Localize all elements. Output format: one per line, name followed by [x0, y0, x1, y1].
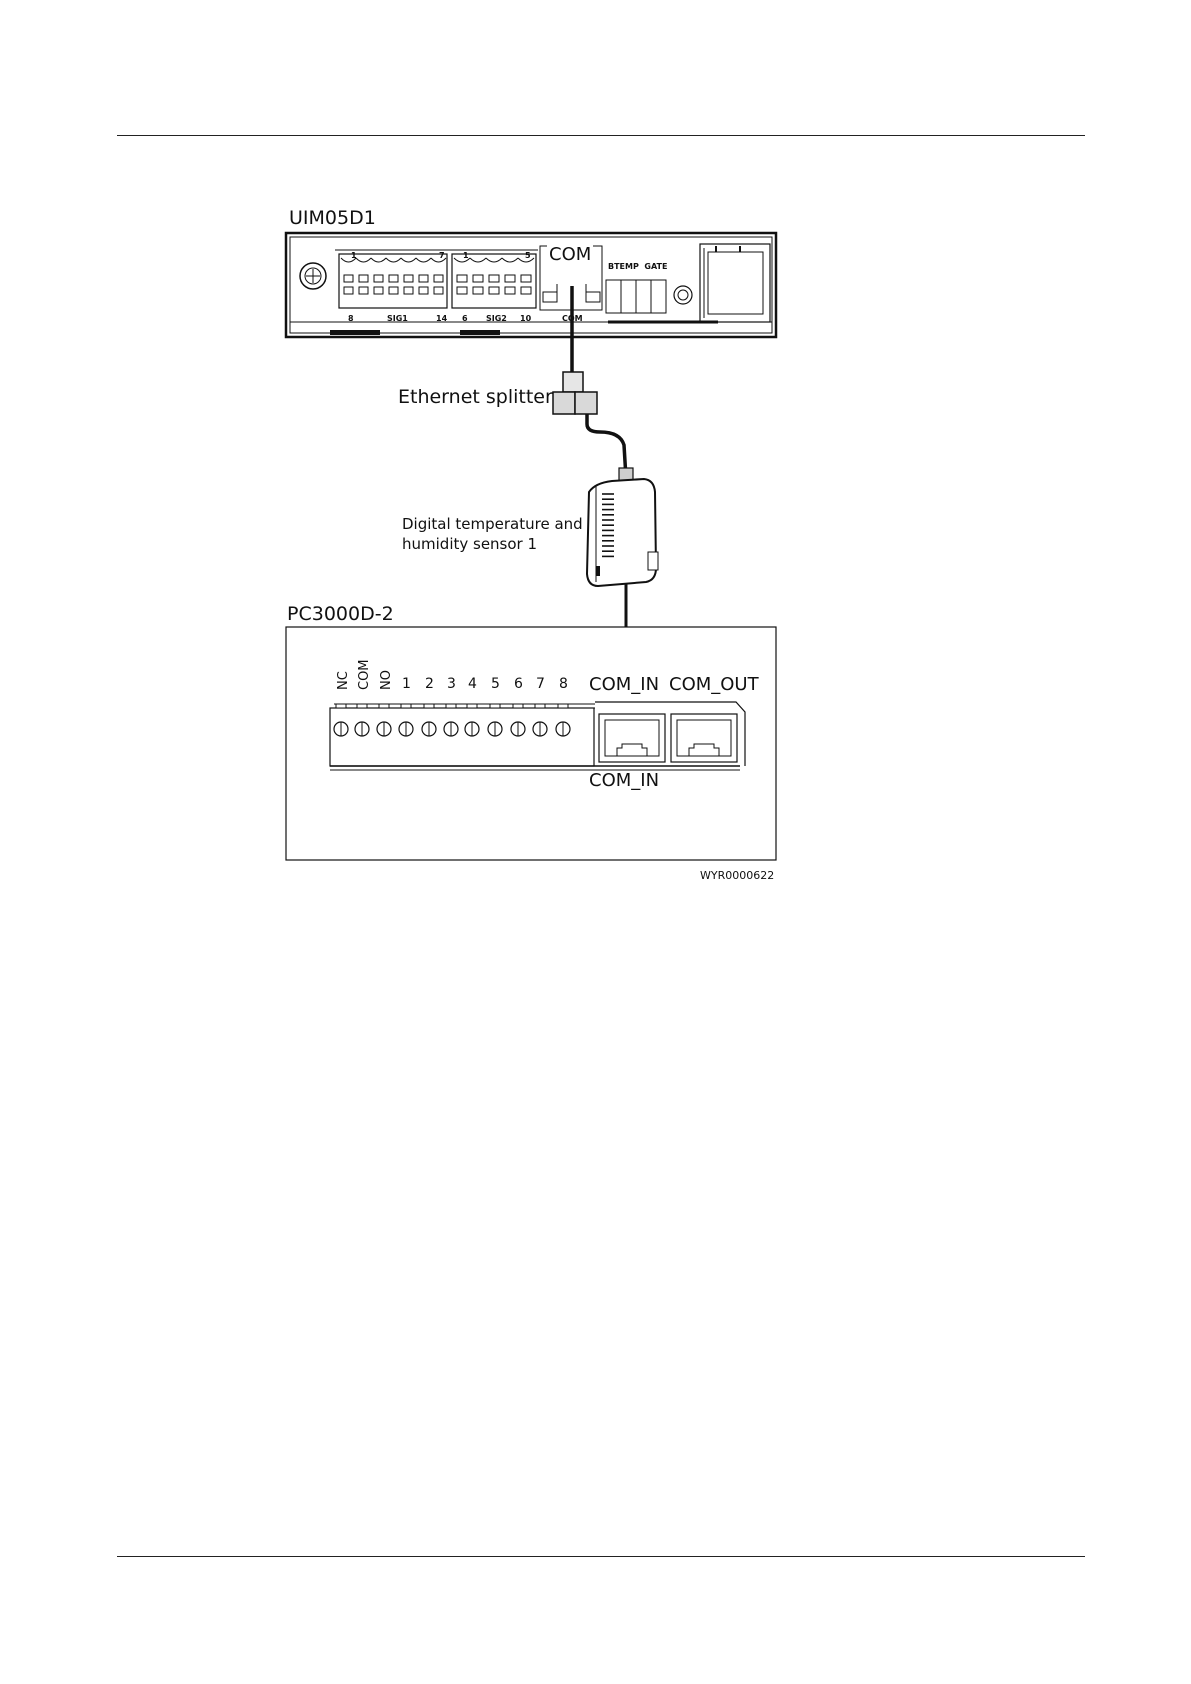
uim-bottom-8-label: 8 [348, 314, 354, 323]
com-out-label: COM_OUT [669, 674, 759, 695]
pc-terminal-slot [467, 704, 477, 708]
uim-pin-1-label: 1 [351, 251, 357, 260]
pc-pin-number-label: 6 [514, 676, 523, 692]
temperature-humidity-sensor-icon [587, 468, 658, 586]
uim-bottom-6-label: 6 [462, 314, 468, 323]
uim05d1-label: UIM05D1 [289, 207, 376, 229]
uim-pin-7-label: 7 [439, 251, 445, 260]
pc-pin-number-label: 1 [402, 676, 411, 692]
uim-pin-5-label: 5 [525, 251, 531, 260]
pc-pin-number-label: 7 [536, 676, 545, 692]
pc-terminal-slot [357, 704, 367, 708]
uim-bottom-10-label: 10 [520, 314, 531, 323]
pc-terminal-slot [424, 704, 434, 708]
ethernet-splitter-icon [553, 372, 597, 414]
uim-btemp-gate-label: BTEMP GATE [608, 262, 667, 271]
sensor-label: Digital temperature and humidity sensor … [402, 514, 583, 554]
pc-pin-number-label: 3 [447, 676, 456, 692]
pc-terminal-slot [513, 704, 523, 708]
pc-pin-number-label: 2 [425, 676, 434, 692]
pc-terminal-slot [490, 704, 500, 708]
figure-id: WYR0000622 [700, 869, 774, 882]
pc-terminal-slot [379, 704, 389, 708]
pc-pin-number-label: 5 [491, 676, 500, 692]
pc-terminal-slot [535, 704, 545, 708]
pc-terminal-slot [336, 704, 346, 708]
pc-pin-com-label: COM [357, 659, 372, 690]
uim-sig2-label: SIG2 [486, 314, 507, 323]
uim-com-small-label: COM [562, 314, 583, 323]
uim-com-port-label: COM [547, 244, 593, 265]
uim-sig1-label: SIG1 [387, 314, 408, 323]
pc3000d2-label: PC3000D-2 [287, 603, 394, 625]
pc-terminal-slot [446, 704, 456, 708]
uim-bottom-14-label: 14 [436, 314, 447, 323]
pc-pin-number-label: 8 [559, 676, 568, 692]
pc-pin-nc-label: NC [336, 671, 351, 690]
pc-terminal-slot [558, 704, 568, 708]
uim-pin-1b-label: 1 [463, 251, 469, 260]
com-in-label: COM_IN [589, 674, 659, 695]
pc-terminal-slot [401, 704, 411, 708]
pc-pin-number-label: 4 [468, 676, 477, 692]
com-in-callout-label: COM_IN [589, 770, 659, 791]
ethernet-splitter-label: Ethernet splitter [398, 386, 553, 408]
pc-pin-no-label: NO [379, 670, 394, 690]
